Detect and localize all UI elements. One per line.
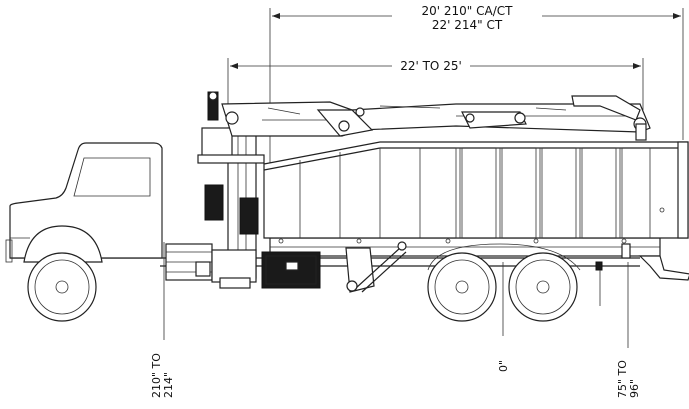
- axle-dimension-label: 0": [497, 360, 510, 372]
- hoist-mechanism: [345, 241, 407, 293]
- dimension-label-ca-ct: 20' 210" CA/CT: [422, 4, 514, 18]
- crane-boom: [221, 95, 651, 141]
- rear-wheel-front: [427, 252, 497, 322]
- dimension-label-body-length: 22' TO 25': [400, 59, 462, 73]
- rear-wheel-rear: [508, 252, 578, 322]
- toolbox: [261, 251, 321, 289]
- front-dimension-line2: 214": [162, 372, 175, 398]
- dimension-label-ct: 22' 214" CT: [432, 18, 503, 32]
- front-dimension-line1: 210" TO: [150, 353, 163, 398]
- rear-vertical-dimension: 75" TO 96": [599, 262, 641, 398]
- rear-dimension-line1: 75" TO: [616, 360, 629, 398]
- front-vertical-dimension: 210" TO 214": [150, 242, 175, 398]
- fender: [427, 243, 581, 271]
- rear-dimension-line2: 96": [628, 379, 641, 398]
- rear-hitch: [595, 243, 689, 281]
- body-length-dimension: 22' TO 25': [227, 58, 644, 110]
- front-wheel: [23, 225, 103, 322]
- top-dimension: 20' 210" CA/CT 22' 214" CT: [269, 4, 684, 165]
- dump-body: [263, 141, 689, 239]
- axle-vertical-dimension: 0": [497, 262, 510, 372]
